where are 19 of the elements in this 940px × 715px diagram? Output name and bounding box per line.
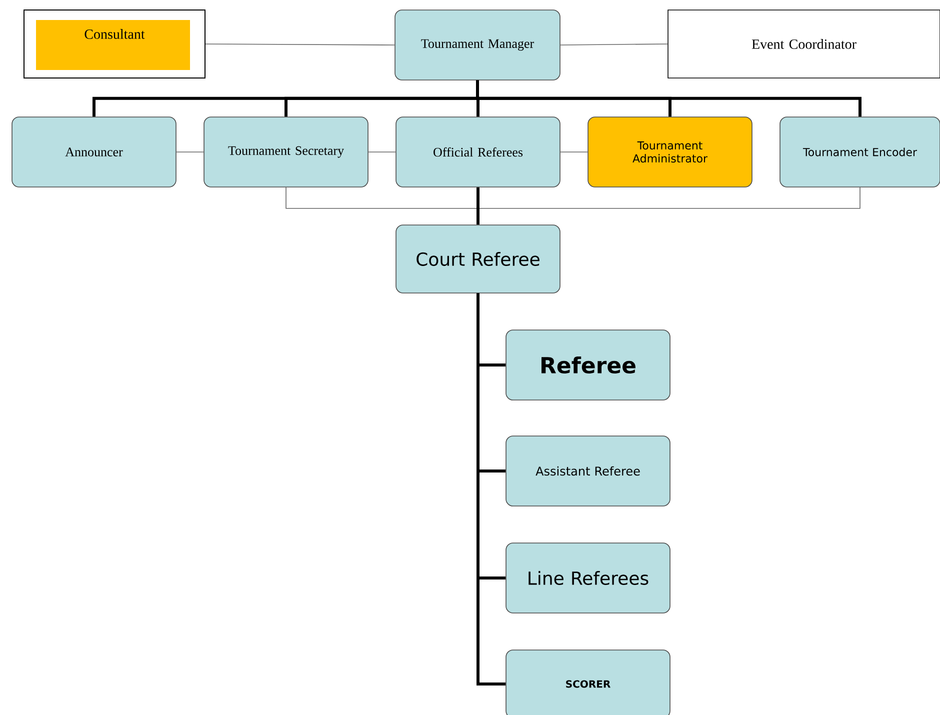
role-box: Announcer [12,116,176,188]
connector-line [476,293,506,686]
role-box: Line Referees [506,542,670,614]
role-box: Tournament Manager [394,10,560,80]
role-box: Official Referees [396,116,560,188]
connector-line [476,80,862,117]
role-box: Tournament Secretary [204,116,368,188]
role-box: Tournament Encoder [780,116,940,188]
role-box: Referee [506,330,670,400]
role-box: Assistant Referee [506,436,670,506]
role-box: Consultant [24,10,206,78]
connector-line [286,186,860,209]
role-box: SCORER [506,650,670,715]
role-box: Event Coordinator [668,10,940,78]
role-box: Tournament Administrator [588,116,752,188]
connector-line [476,187,480,225]
connector-line [205,44,395,46]
role-box: Court Referee [396,224,560,294]
connector-line [560,44,668,46]
